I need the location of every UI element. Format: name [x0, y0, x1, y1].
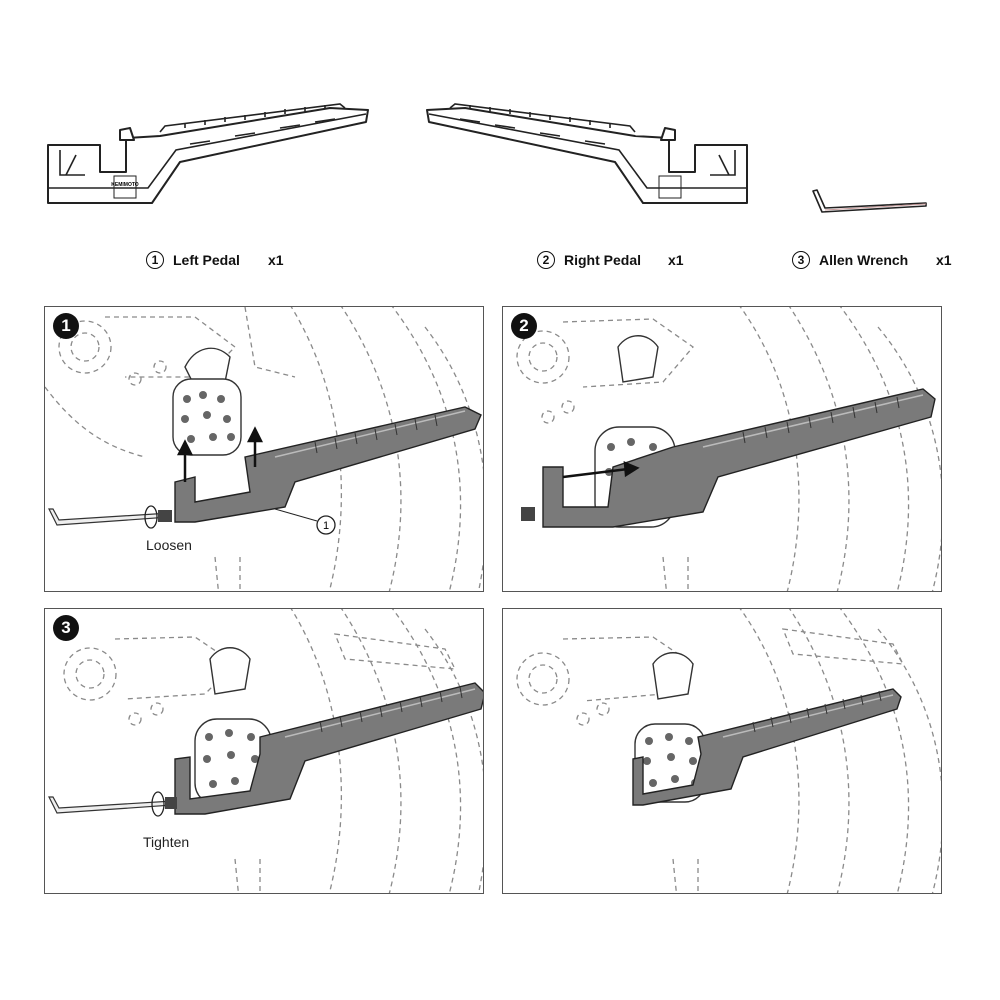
left-pedal-drawing: KEMIMOTO [47, 103, 369, 204]
step-badge: 3 [53, 615, 79, 641]
logo-text: KEMIMOTO [111, 182, 139, 188]
part-number: 2 [537, 251, 555, 269]
step-caption: Tighten [143, 834, 190, 850]
step-panel-4 [502, 608, 942, 894]
step-1-illustration: 1 [45, 307, 483, 591]
callout-number: 1 [323, 520, 329, 532]
part-name: Allen Wrench [819, 252, 909, 268]
step-panel-1: 1 1 Loosen [44, 306, 484, 592]
part-label-allen-wrench: 3 Allen Wrench [792, 251, 908, 269]
part-name: Left Pedal [173, 252, 240, 268]
step-4-illustration [516, 609, 941, 893]
step-badge: 2 [511, 313, 537, 339]
part-name: Right Pedal [564, 252, 642, 268]
part-qty: x1 [936, 252, 952, 268]
step-panel-2: 2 [502, 306, 942, 592]
allen-wrench-drawing [812, 189, 927, 213]
step-caption: Loosen [146, 537, 192, 553]
part-qty: x1 [268, 252, 284, 268]
part-label-left-pedal: 1 Left Pedal [146, 251, 240, 269]
part-number: 3 [792, 251, 810, 269]
step-badge: 1 [53, 313, 79, 339]
part-qty: x1 [668, 252, 684, 268]
right-pedal-drawing [426, 103, 748, 204]
step-panel-3: 3 Tighten [44, 608, 484, 894]
step-2-illustration [516, 307, 941, 591]
parts-list: KEMIMOTO 1 Left Pedal x1 [0, 0, 1000, 290]
part-number: 1 [146, 251, 164, 269]
part-label-right-pedal: 2 Right Pedal [537, 251, 641, 269]
step-3-illustration [48, 609, 483, 893]
